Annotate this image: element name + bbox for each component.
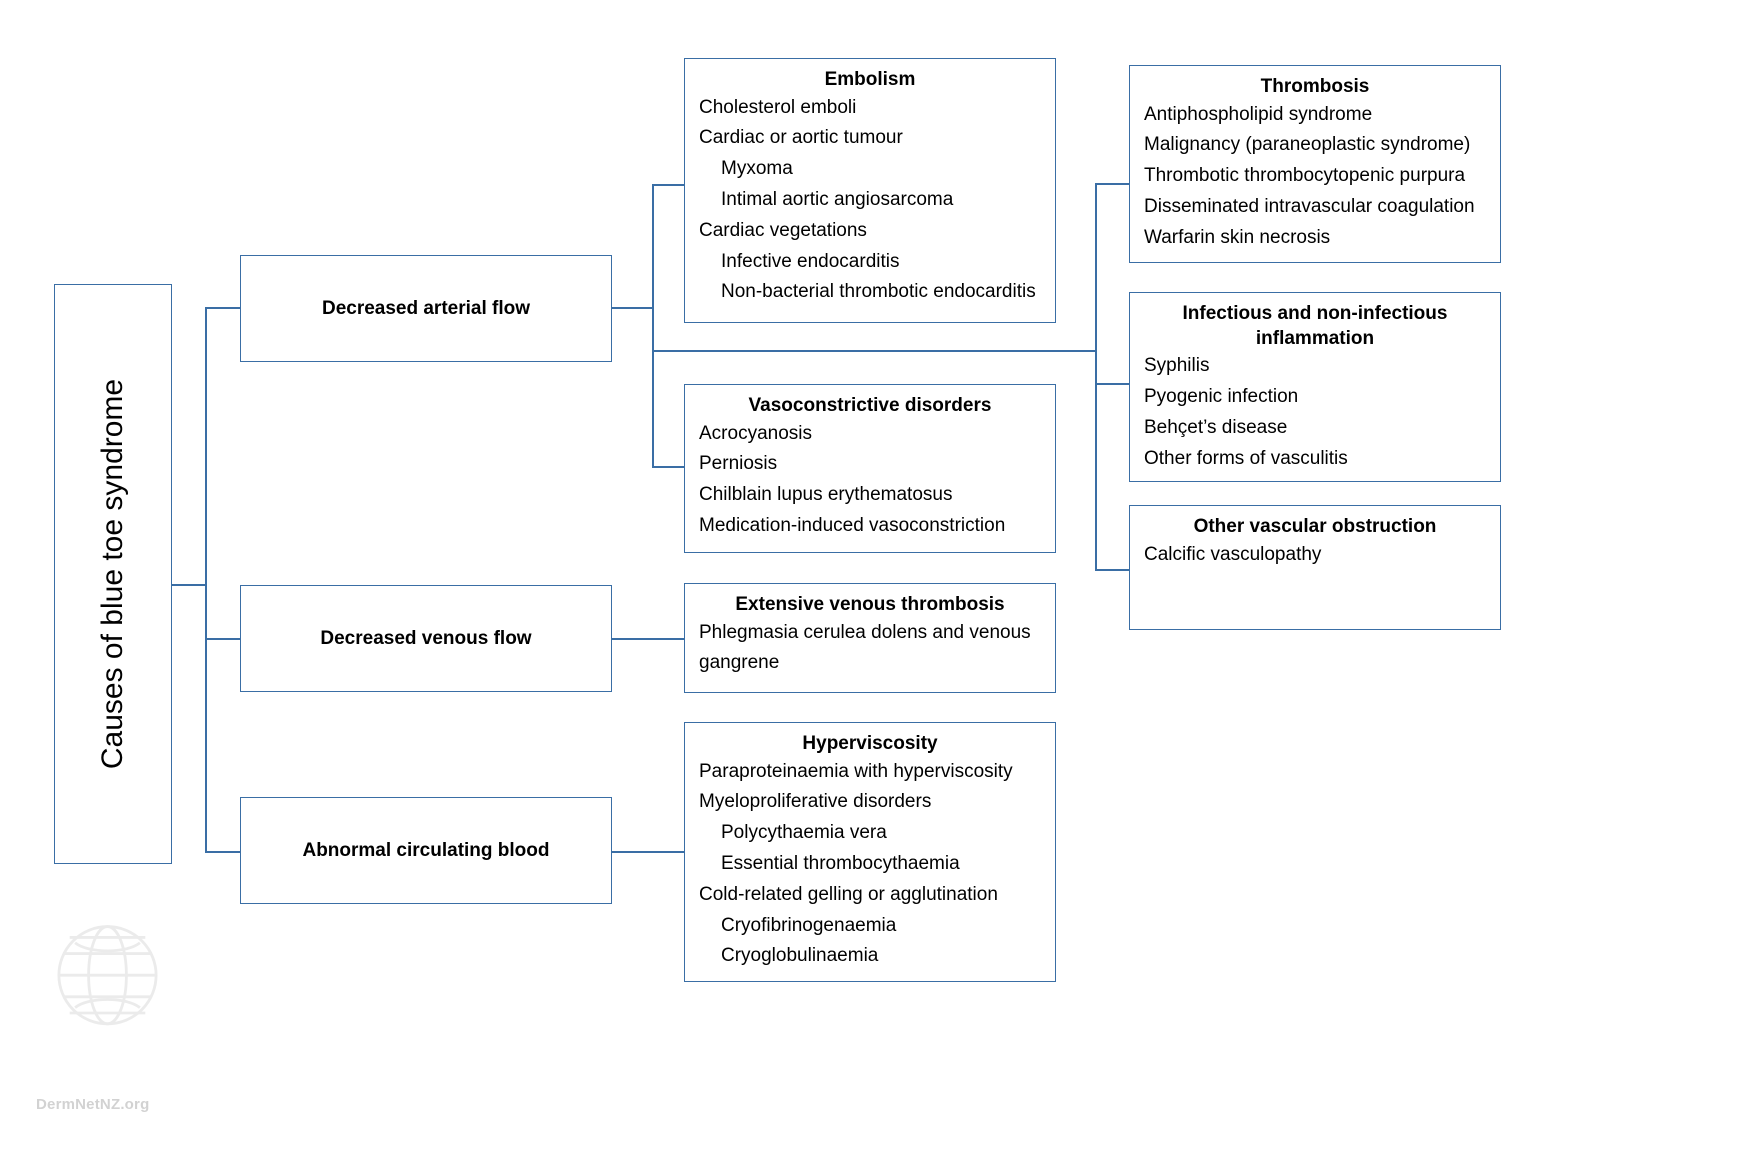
branch-label-arterial: Decreased arterial flow xyxy=(321,297,531,319)
box-infectious-and-non-infectious-inflammation[interactable]: Infectious and non-infectious inflammati… xyxy=(1129,292,1501,482)
list-item: Disseminated intravascular coagulation xyxy=(1144,195,1475,217)
branch-box-decreased-venous-flow[interactable]: Decreased venous flow xyxy=(240,585,612,692)
box-title-other-vascular-obstruction: Other vascular obstruction xyxy=(1193,516,1437,537)
connector-to-other-obstruction xyxy=(1095,569,1130,571)
connector-to-inflammation xyxy=(1095,383,1130,385)
box-title-hyperviscosity: Hyperviscosity xyxy=(802,733,938,754)
list-item: Myxoma xyxy=(721,158,793,180)
box-extensive-venous-thrombosis[interactable]: Extensive venous thrombosis Phlegmasia c… xyxy=(684,583,1056,693)
list-item: Syphilis xyxy=(1144,355,1210,377)
list-item: Malignancy (paraneoplastic syndrome) xyxy=(1144,134,1471,156)
connector-arterial-stub xyxy=(612,307,654,309)
box-title-vasoconstrictive: Vasoconstrictive disorders xyxy=(748,395,992,416)
list-item: Medication-induced vasoconstriction xyxy=(699,514,1006,536)
list-item: Pyogenic infection xyxy=(1144,386,1299,408)
list-item: Perniosis xyxy=(699,453,778,475)
box-embolism[interactable]: Embolism Cholesterol emboli Cardiac or a… xyxy=(684,58,1056,323)
list-item: Calcific vasculopathy xyxy=(1144,543,1322,565)
connector-blood-stub xyxy=(612,851,685,853)
list-item: Phlegmasia cerulea dolens and venous gan… xyxy=(699,621,1031,674)
box-hyperviscosity[interactable]: Hyperviscosity Paraproteinaemia with hyp… xyxy=(684,722,1056,982)
connector-to-venous xyxy=(205,638,241,640)
connector-right-column-trunk xyxy=(1095,183,1097,570)
box-other-vascular-obstruction[interactable]: Other vascular obstruction Calcific vasc… xyxy=(1129,505,1501,630)
branch-label-venous: Decreased venous flow xyxy=(320,627,532,649)
list-item: Antiphospholipid syndrome xyxy=(1144,103,1373,125)
connector-to-thrombosis xyxy=(1095,183,1130,185)
branch-box-abnormal-circulating-blood[interactable]: Abnormal circulating blood xyxy=(240,797,612,904)
watermark-label: DermNetNZ.org xyxy=(36,1096,150,1113)
connector-to-blood xyxy=(205,851,241,853)
list-item: Paraproteinaemia with hyperviscosity xyxy=(699,760,1013,782)
list-item: Cryofibrinogenaemia xyxy=(721,914,897,936)
list-item: Acrocyanosis xyxy=(699,422,812,444)
branch-box-decreased-arterial-flow[interactable]: Decreased arterial flow xyxy=(240,255,612,362)
connector-root-stub xyxy=(172,584,206,586)
list-item: Cardiac vegetations xyxy=(699,219,867,241)
list-item: Cardiac or aortic tumour xyxy=(699,127,903,149)
connector-to-embolism xyxy=(652,184,685,186)
box-title-embolism: Embolism xyxy=(824,69,916,90)
connector-to-vasoconstrictive xyxy=(652,466,685,468)
connector-to-arterial xyxy=(205,307,241,309)
connector-arterial-to-right-column xyxy=(652,350,1096,352)
list-item: Infective endocarditis xyxy=(721,250,900,272)
list-item: Other forms of vasculitis xyxy=(1144,447,1348,469)
root-node-label: Causes of blue toe syndrome xyxy=(96,378,129,770)
list-item: Polycythaemia vera xyxy=(721,822,887,844)
list-item: Thrombotic thrombocytopenic purpura xyxy=(1144,165,1466,187)
list-item: Intimal aortic angiosarcoma xyxy=(721,188,954,210)
box-vasoconstrictive-disorders[interactable]: Vasoconstrictive disorders Acrocyanosis … xyxy=(684,384,1056,553)
list-item: Non-bacterial thrombotic endocarditis xyxy=(721,281,1036,303)
connector-branch-trunk xyxy=(205,307,207,853)
connector-venous-stub xyxy=(612,638,685,640)
branch-label-blood: Abnormal circulating blood xyxy=(302,839,550,861)
list-item: Behçet’s disease xyxy=(1144,416,1288,438)
box-title-thrombosis: Thrombosis xyxy=(1260,76,1370,97)
box-thrombosis[interactable]: Thrombosis Antiphospholipid syndrome Mal… xyxy=(1129,65,1501,263)
list-item: Myeloproliferative disorders xyxy=(699,791,932,813)
list-item: Cold-related gelling or agglutination xyxy=(699,883,998,905)
connector-arterial-trunk xyxy=(652,184,654,467)
list-item: Cryoglobulinaemia xyxy=(721,945,879,967)
box-title-venous-thrombosis: Extensive venous thrombosis xyxy=(735,594,1005,615)
list-item: Cholesterol emboli xyxy=(699,96,857,118)
root-node-causes-of-blue-toe-syndrome: Causes of blue toe syndrome xyxy=(54,284,172,864)
list-item: Chilblain lupus erythematosus xyxy=(699,484,953,506)
list-item: Essential thrombocythaemia xyxy=(721,852,960,874)
box-title-inflammation: Infectious and non-infectious inflammati… xyxy=(1182,303,1448,349)
list-item: Warfarin skin necrosis xyxy=(1144,226,1331,248)
globe-logo-icon xyxy=(40,905,175,1050)
